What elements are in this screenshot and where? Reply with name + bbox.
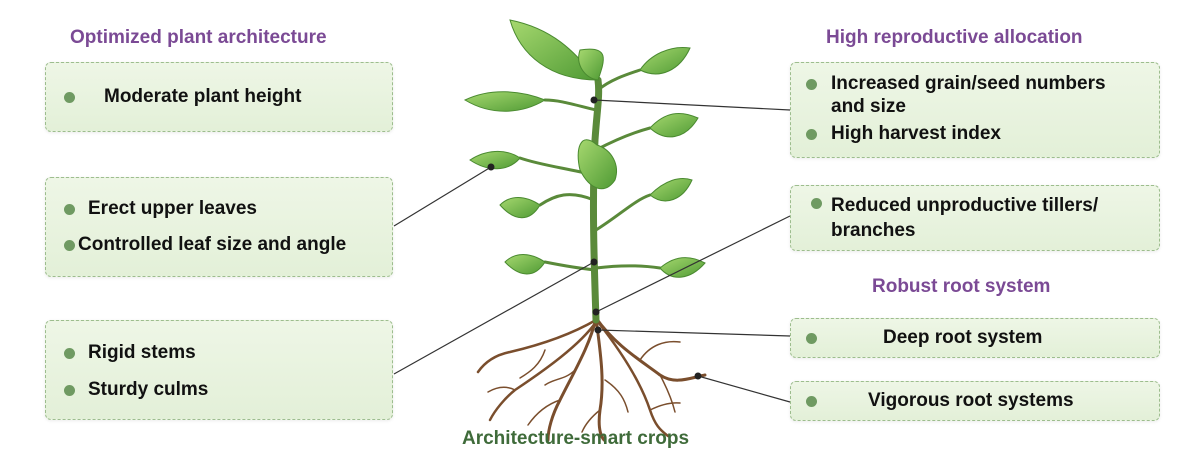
bullet-icon — [811, 198, 822, 209]
bullet-icon — [806, 129, 817, 140]
deep-root-box: Deep root system — [790, 318, 1160, 358]
connector-dots — [487, 96, 702, 380]
optimized-plant-architecture-heading: Optimized plant architecture — [70, 27, 327, 48]
trait-label: Controlled leaf size and angle — [78, 234, 347, 255]
trait-label: Rigid stems — [88, 342, 196, 363]
bullet-icon — [806, 396, 817, 407]
bullet-icon — [806, 79, 817, 90]
trait-label: Vigorous root systems — [868, 390, 1074, 411]
stem — [518, 68, 662, 324]
stem-traits-box: Rigid stems Sturdy culms — [45, 320, 393, 420]
high-reproductive-allocation-heading: High reproductive allocation — [826, 27, 1083, 48]
bullet-icon — [64, 204, 75, 215]
trait-label: Sturdy culms — [88, 379, 209, 400]
grain-traits-box: Increased grain/seed numbers and size Hi… — [790, 62, 1160, 158]
trait-label: High harvest index — [831, 123, 1001, 144]
bullet-icon — [806, 333, 817, 344]
bullet-icon — [64, 92, 75, 103]
trait-label: Reduced unproductive tillers/ — [831, 195, 1099, 216]
bullet-icon — [64, 385, 75, 396]
connector-lines — [393, 99, 791, 403]
trait-label: Deep root system — [883, 327, 1043, 348]
bullet-icon — [64, 348, 75, 359]
leaves — [463, 19, 706, 278]
trait-label: Erect upper leaves — [88, 198, 257, 219]
trait-label-continued: branches — [831, 220, 916, 241]
trait-label: Increased grain/seed numbers — [831, 73, 1106, 94]
bullet-icon — [64, 240, 75, 251]
leaf-traits-box: Erect upper leaves Controlled leaf size … — [45, 177, 393, 277]
vigorous-root-box: Vigorous root systems — [790, 381, 1160, 421]
tiller-traits-box: Reduced unproductive tillers/ branches — [790, 185, 1160, 251]
trait-label: Moderate plant height — [104, 86, 302, 107]
plant-height-box: Moderate plant height — [45, 62, 393, 132]
trait-label-continued: and size — [831, 96, 906, 117]
diagram-caption: Architecture-smart crops — [462, 428, 690, 449]
roots — [476, 316, 707, 442]
robust-root-system-heading: Robust root system — [872, 276, 1051, 297]
